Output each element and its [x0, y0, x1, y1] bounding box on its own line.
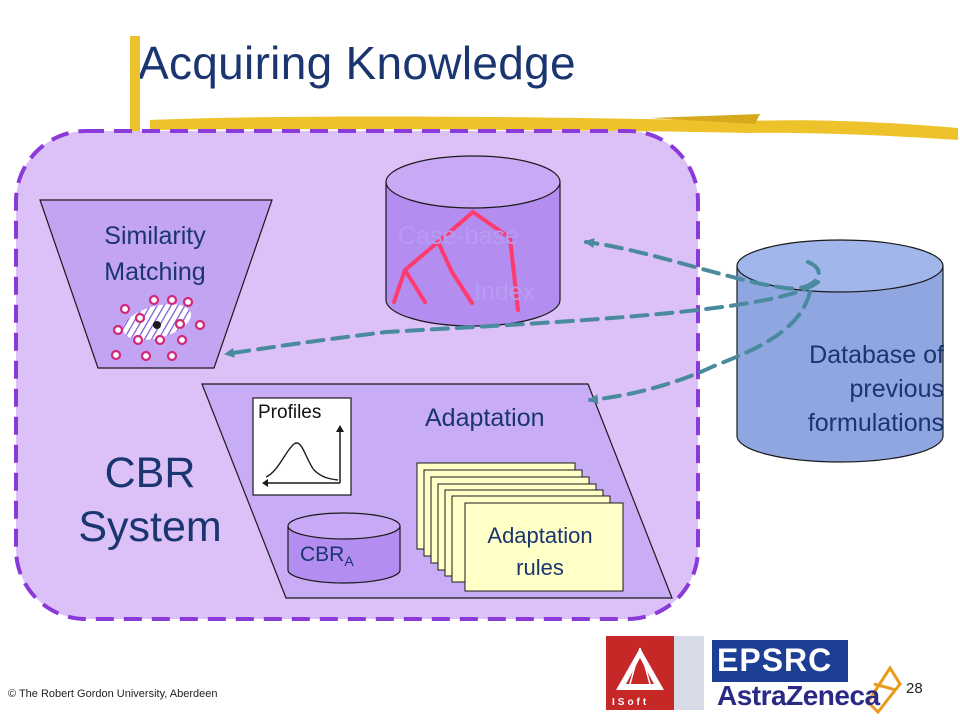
profiles-box [252, 397, 352, 496]
epsrc-logo [712, 640, 848, 682]
similarity-case-dots [110, 294, 206, 362]
title-underline [130, 36, 958, 148]
similarity-funnel [39, 199, 273, 369]
adaptation-label: Adaptation [425, 404, 545, 432]
isoft-logo-text: ISoft [612, 697, 650, 708]
epsrc-logo-text: EPSRC [717, 642, 833, 678]
index-tree [392, 210, 520, 312]
cbra-main-text: CBR [300, 543, 345, 566]
profiles-label: Profiles [258, 402, 322, 423]
similarity-matching-label: Similarity Matching [104, 222, 206, 286]
adaptation-rules-label: Adaptation rules [487, 523, 593, 580]
page-title: Acquiring Knowledge [138, 37, 576, 89]
knowledge-arrows [224, 238, 821, 405]
cbra-cylinder [287, 512, 401, 584]
case-base-label: Case-base [398, 222, 519, 250]
astrazeneca-logo-mark [866, 665, 902, 715]
cbra-subscript: A [344, 553, 354, 570]
isoft-logo [606, 636, 704, 710]
database-cylinder [736, 239, 944, 463]
footer-copyright: © The Robert Gordon University, Aberdeen [8, 688, 218, 700]
index-label: Index [474, 278, 536, 306]
arrow-to-adaptation [588, 290, 812, 405]
database-label: Database of previous formulations [807, 341, 944, 437]
cbr-system-label: CBR System [78, 449, 222, 551]
cbra-label: CBRA [300, 543, 354, 569]
adaptation-rules-stack [416, 462, 624, 592]
astrazeneca-logo-text: AstraZeneca [717, 680, 880, 711]
arrow-to-case-base [584, 238, 821, 291]
arrow-to-similarity [224, 280, 820, 358]
page-number: 28 [906, 680, 923, 697]
